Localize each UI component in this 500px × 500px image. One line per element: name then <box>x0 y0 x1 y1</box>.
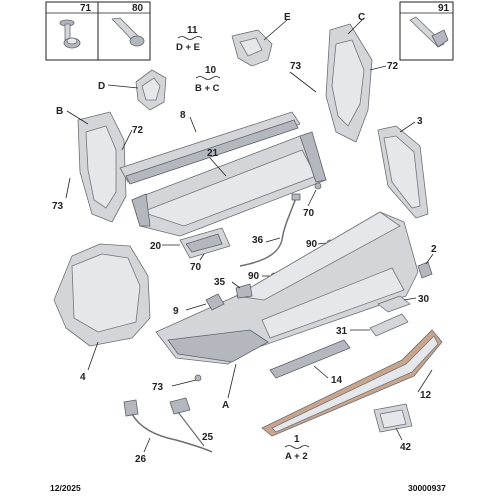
part-D-bracket: D <box>98 69 167 111</box>
callout-73-lower: 73 <box>152 382 164 393</box>
clip-73-lower: 73 <box>152 374 202 393</box>
fastener-box-91: 91 <box>399 1 454 61</box>
part-42-plate-mount: 42 <box>373 403 413 453</box>
part-25-26-harness: 25 26 <box>123 397 214 465</box>
callout-21: 21 <box>207 148 219 159</box>
callout-E: E <box>284 12 291 23</box>
part-E-bracket: E <box>231 12 291 67</box>
part-31-bracket: 31 <box>336 313 409 337</box>
group-11-number: 11 <box>187 25 198 36</box>
callout-25: 25 <box>202 432 214 443</box>
part-30-bracket: 30 <box>377 294 430 313</box>
screw-80-graphic <box>111 17 145 47</box>
clip-70-right: 70 <box>303 182 322 219</box>
callout-9: 9 <box>173 306 179 317</box>
callout-72-left: 72 <box>132 125 144 136</box>
part-B-bracket: B 72 73 <box>52 106 144 223</box>
group-11-formula: D + E <box>176 42 200 53</box>
callout-14: 14 <box>331 375 343 386</box>
group-11: 11 D + E <box>176 25 203 53</box>
callout-30: 30 <box>418 294 430 305</box>
callout-71: 71 <box>80 3 92 14</box>
part-C-bracket: C 73 72 <box>289 12 399 143</box>
callout-90-lower: 90 <box>248 271 260 282</box>
group-10-formula: B + C <box>195 83 220 94</box>
group-1: 1 A + 2 <box>284 434 310 462</box>
part-2-sensor: 2 <box>417 244 437 279</box>
callout-B: B <box>56 106 63 117</box>
callout-C: C <box>358 12 365 23</box>
group-10: 10 B + C <box>195 65 221 94</box>
part-20-support: 20 <box>150 227 231 259</box>
callout-26: 26 <box>135 454 147 465</box>
callout-42: 42 <box>400 442 412 453</box>
part-4-cover: 4 <box>53 243 151 383</box>
group-10-number: 10 <box>205 65 217 76</box>
callout-20: 20 <box>150 241 162 252</box>
callout-36: 36 <box>252 235 264 246</box>
part-14-strip: 14 <box>269 339 351 386</box>
part-35-bracket: 35 <box>214 277 253 299</box>
callout-A: A <box>222 400 229 411</box>
callout-80: 80 <box>132 3 144 14</box>
clip-91-graphic <box>409 16 449 48</box>
part-21-beam: 21 <box>131 131 327 237</box>
footer-reference: 30000937 <box>408 483 446 493</box>
callout-12: 12 <box>420 390 432 401</box>
callout-73-left: 73 <box>52 201 64 212</box>
callout-D: D <box>98 81 105 92</box>
fastener-box-80: 80 <box>97 1 151 61</box>
callout-2: 2 <box>431 244 437 255</box>
callout-73-top: 73 <box>290 61 302 72</box>
callout-72-top: 72 <box>387 61 399 72</box>
part-8-beam: 8 <box>119 110 301 185</box>
fastener-box-71: 71 <box>45 1 99 61</box>
callout-90-upper: 90 <box>306 239 318 250</box>
callout-8: 8 <box>180 110 186 121</box>
callout-35: 35 <box>214 277 226 288</box>
callout-70-left: 70 <box>190 262 202 273</box>
callout-70-right: 70 <box>303 208 315 219</box>
group-1-number: 1 <box>294 434 300 445</box>
callout-3: 3 <box>417 116 423 127</box>
part-3-corner: 3 <box>377 116 429 219</box>
bolt-71-graphic <box>59 19 81 49</box>
callout-4: 4 <box>80 372 86 383</box>
part-12-diffuser: 12 <box>261 329 443 437</box>
footer-date: 12/2025 <box>50 483 81 493</box>
part-A-bumper: A <box>155 211 419 411</box>
callout-91: 91 <box>438 3 450 14</box>
callout-31: 31 <box>336 326 348 337</box>
part-36-harness: 36 <box>239 193 301 267</box>
group-1-formula: A + 2 <box>285 451 308 462</box>
part-9-mount: 9 <box>173 293 225 317</box>
